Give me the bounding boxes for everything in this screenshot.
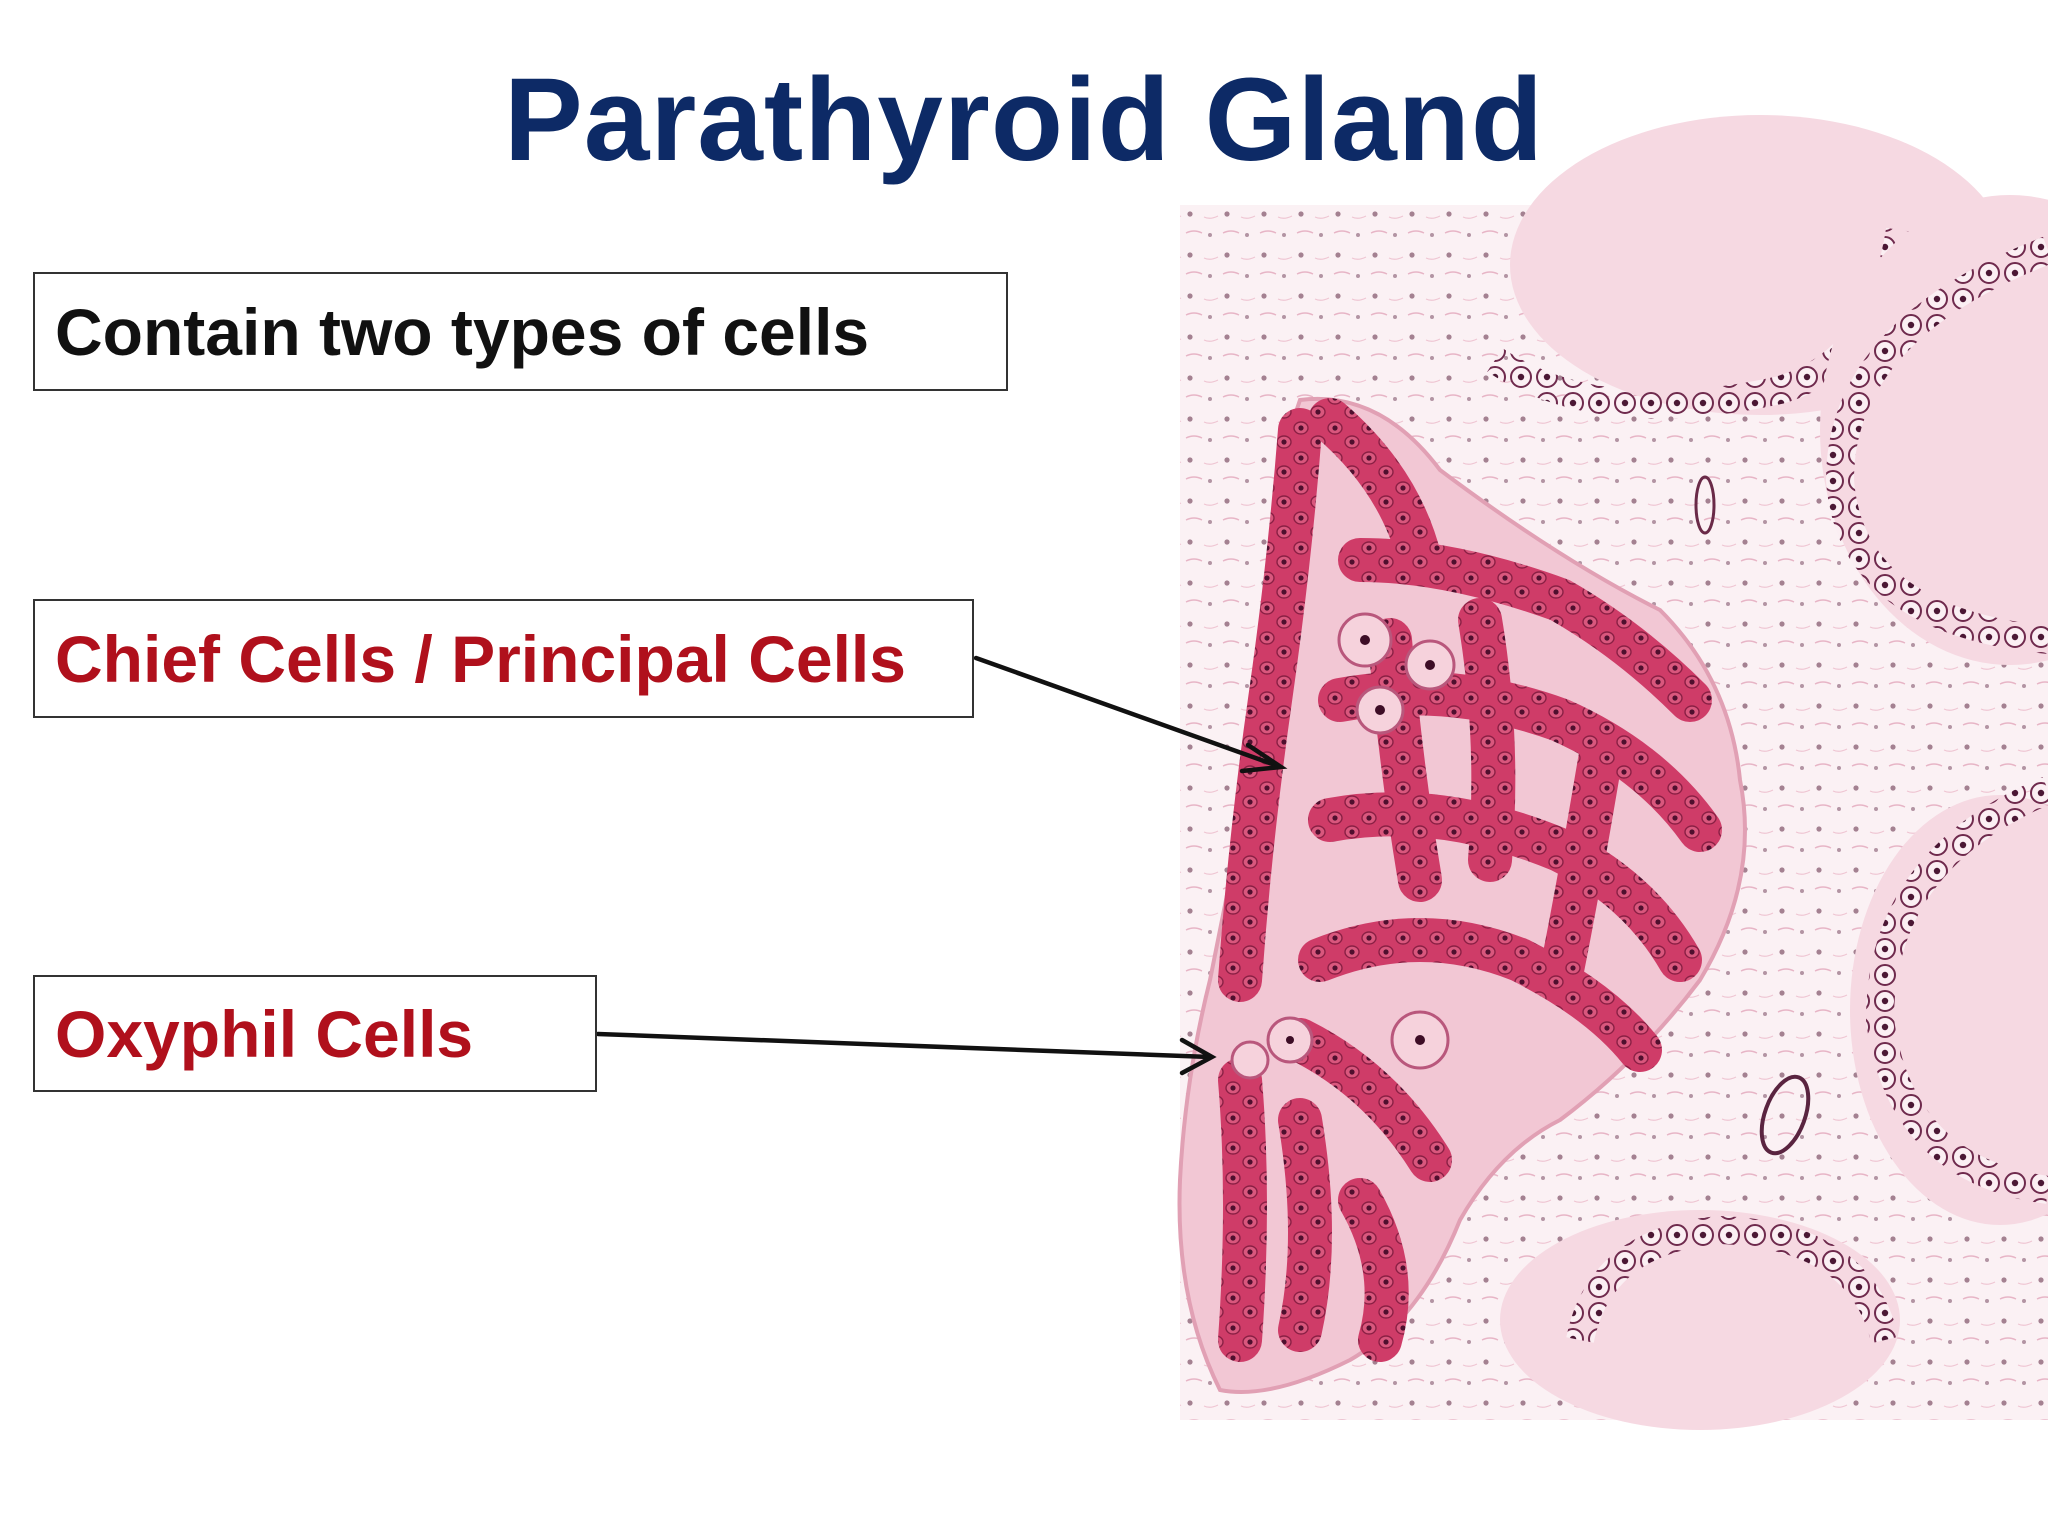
label-two-types-text: Contain two types of cells: [55, 294, 870, 369]
arrow-chief: [973, 655, 1288, 774]
label-chief-cells-text: Chief Cells / Principal Cells: [55, 621, 906, 696]
label-chief-cells: Chief Cells / Principal Cells: [33, 599, 974, 718]
follicles: [1487, 115, 2048, 1430]
parathyroid-lobe: [1177, 396, 1747, 1394]
label-oxyphil-cells-text: Oxyphil Cells: [55, 996, 474, 1071]
arrow-oxyphil: [595, 1031, 1217, 1076]
slide-title: Parathyroid Gland: [504, 54, 1544, 186]
label-oxyphil-cells: Oxyphil Cells: [33, 975, 597, 1092]
label-two-types: Contain two types of cells: [33, 272, 1008, 391]
